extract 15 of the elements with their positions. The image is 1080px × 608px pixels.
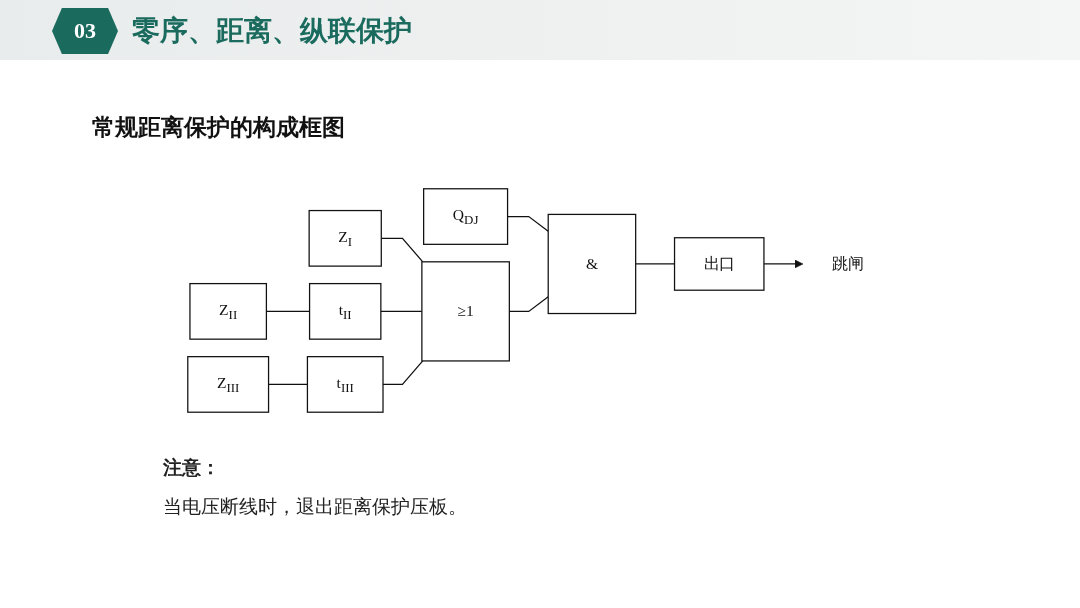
note-text: 当电压断线时，退出距离保护压板。 (163, 494, 467, 519)
node-box: 出口 (673, 236, 765, 291)
node-text: 跳闸 (831, 254, 864, 272)
node-box: t$_{II}$ (308, 282, 382, 340)
node-box: t$_{III}$ (306, 355, 384, 413)
node-box: Z$_{III}$ (187, 355, 270, 413)
note-heading: 注意： (163, 455, 220, 480)
node-box: Z$_{II}$ (189, 282, 268, 340)
node-box: ≥1 (421, 260, 510, 362)
node-box: & (547, 213, 637, 314)
node-box: Q$_{DJ}$ (423, 187, 509, 245)
node-box: Z$_{I}$ (308, 209, 382, 267)
diagram-heading: 常规距离保护的构成框图 (92, 113, 345, 142)
slide-title: 零序、距离、纵联保护 (132, 13, 412, 49)
arrow (763, 259, 804, 268)
